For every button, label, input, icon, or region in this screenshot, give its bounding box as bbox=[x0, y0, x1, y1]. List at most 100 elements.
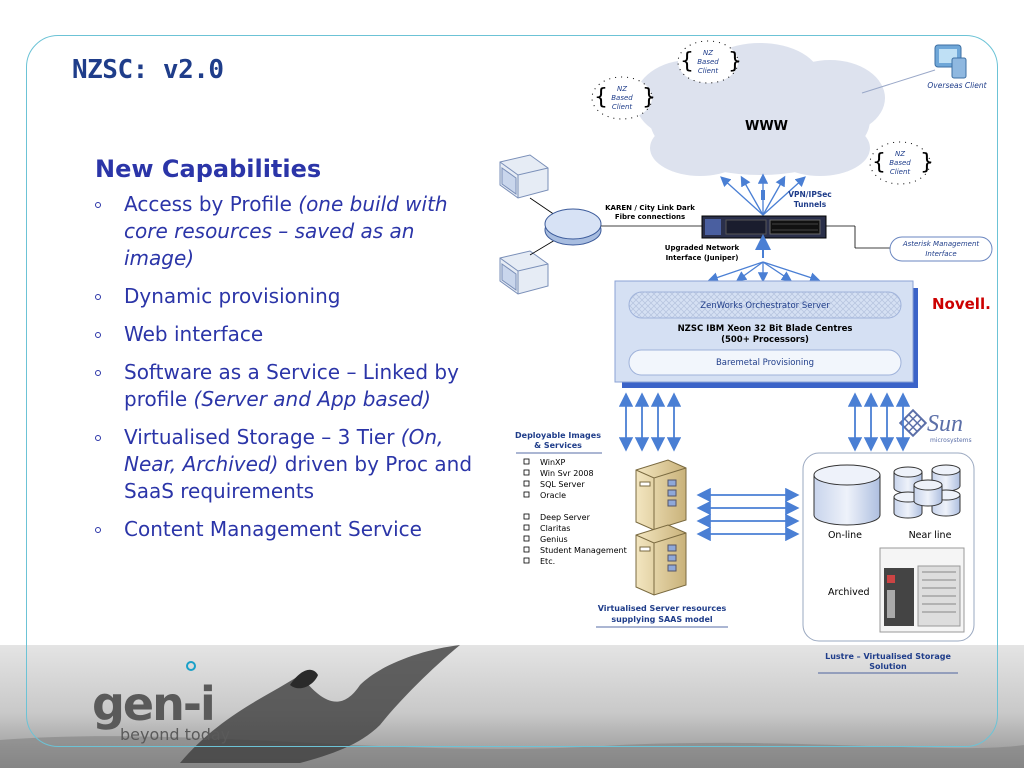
logo-tagline: beyond today bbox=[120, 725, 230, 744]
nz-client-label: Based bbox=[611, 94, 633, 102]
karen-label: KAREN / City Link Dark bbox=[605, 204, 695, 212]
logo-wordmark: gen-i bbox=[92, 677, 214, 731]
nz-client-label: Based bbox=[889, 159, 911, 167]
capability-note: (Server and App based) bbox=[193, 387, 431, 411]
image-item: SQL Server bbox=[540, 480, 585, 489]
checkbox-icon bbox=[523, 513, 530, 520]
nz-client-label: NZ bbox=[617, 85, 627, 93]
capability-item: Content Management Service bbox=[95, 516, 490, 543]
gen-i-logo: gen-i beyond today bbox=[92, 661, 230, 744]
overseas-client: Overseas Client bbox=[861, 44, 988, 94]
image-item: Win Svr 2008 bbox=[540, 469, 594, 478]
nz-client-bubble: { } NZ Based Client bbox=[869, 141, 934, 185]
asterisk-label: Asterisk Management bbox=[902, 240, 980, 248]
bullet-icon bbox=[95, 370, 101, 376]
logo-accent-dot bbox=[186, 661, 196, 671]
image-item: Oracle bbox=[540, 491, 566, 500]
deployable-heading: Deployable Images bbox=[515, 431, 601, 440]
capability-item: Dynamic provisioning bbox=[95, 283, 490, 310]
server-tower-icon bbox=[635, 459, 687, 531]
image-item: WinXP bbox=[540, 458, 566, 467]
nearline-label: Near line bbox=[909, 530, 952, 541]
svg-text:{: { bbox=[594, 85, 608, 110]
image-item: Deep Server bbox=[540, 513, 591, 522]
network-router bbox=[499, 154, 549, 199]
slide-title: NZSC: v2.0 bbox=[72, 55, 224, 85]
sun-sub-label: microsystems bbox=[930, 437, 972, 444]
network-interface-label: Upgraded Network bbox=[665, 244, 740, 252]
slide-frame bbox=[26, 35, 998, 747]
nz-client-label: Client bbox=[890, 168, 911, 176]
capability-text: Software as a Service – Linked by profil… bbox=[124, 360, 459, 411]
image-item: Etc. bbox=[540, 557, 555, 566]
online-label: On-line bbox=[828, 530, 862, 541]
archive-tape-library-icon bbox=[879, 547, 965, 633]
nz-client-label: Based bbox=[697, 58, 719, 66]
checkbox-icon bbox=[523, 469, 530, 476]
asterisk-label: Interface bbox=[925, 250, 956, 258]
vpn-label: VPN/IPSec bbox=[788, 190, 832, 199]
blade-centre-panel: ZenWorks Orchestrator Server NZSC IBM Xe… bbox=[614, 280, 918, 388]
capabilities-panel: New Capabilities Access by Profile (one … bbox=[95, 155, 490, 554]
checkbox-icon bbox=[523, 524, 530, 531]
juniper-network-device bbox=[701, 215, 827, 239]
blade-centre-label: (500+ Processors) bbox=[721, 335, 809, 345]
capability-text: Virtualised Storage – 3 Tier bbox=[124, 425, 401, 449]
overseas-client-label: Overseas Client bbox=[927, 81, 987, 90]
image-item: Student Management bbox=[540, 546, 627, 555]
section-heading: New Capabilities bbox=[95, 155, 322, 183]
vpn-label: Tunnels bbox=[794, 200, 827, 209]
blade-storage-links bbox=[847, 392, 911, 452]
cloud-label: WWW bbox=[745, 119, 788, 134]
blade-server-links bbox=[618, 392, 682, 452]
sun-wordmark: Sun bbox=[927, 411, 963, 437]
network-interface-label: Interface (Juniper) bbox=[666, 254, 739, 262]
checkbox-icon bbox=[523, 535, 530, 542]
nz-client-label: Client bbox=[612, 103, 633, 111]
svg-text:}: } bbox=[920, 150, 934, 175]
sun-logo: Sun microsystems bbox=[898, 408, 972, 444]
novell-logo: Novell. bbox=[932, 295, 991, 313]
capability-text: Access by Profile bbox=[124, 192, 299, 216]
internet-cloud: WWW bbox=[635, 43, 885, 176]
lustre-label: Lustre – Virtualised Storage bbox=[825, 652, 951, 661]
capability-item: Web interface bbox=[95, 321, 490, 348]
bullet-icon bbox=[95, 527, 101, 533]
capability-note: (On, Near, Archived) bbox=[124, 425, 444, 476]
checkbox-icon bbox=[523, 458, 530, 465]
image-item: Claritas bbox=[540, 524, 570, 533]
footer-band bbox=[0, 645, 1024, 768]
karen-label: Fibre connections bbox=[615, 213, 685, 221]
nz-client-label: Client bbox=[698, 67, 719, 75]
storage-panel: On-line Near line Archived bbox=[802, 452, 975, 642]
online-storage-icon bbox=[813, 464, 881, 526]
capabilities-list: Access by Profile (one build with core r… bbox=[95, 191, 490, 543]
checkbox-icon bbox=[523, 546, 530, 553]
server-storage-links bbox=[696, 487, 800, 542]
checkbox-icon bbox=[523, 491, 530, 498]
nz-client-bubble: { } NZ Based Client bbox=[677, 40, 742, 84]
baremetal-label: Baremetal Provisioning bbox=[716, 358, 814, 368]
svg-text:{: { bbox=[680, 49, 694, 74]
checkbox-icon bbox=[523, 480, 530, 487]
blade-centre-label: NZSC IBM Xeon 32 Bit Blade Centres bbox=[678, 324, 853, 334]
capability-item: Virtualised Storage – 3 Tier (On, Near, … bbox=[95, 424, 490, 505]
virtual-server-label: supplying SAAS model bbox=[611, 615, 712, 624]
zenworks-label: ZenWorks Orchestrator Server bbox=[700, 301, 830, 311]
capability-text: Web interface bbox=[124, 322, 264, 346]
archived-label: Archived bbox=[828, 587, 870, 598]
capability-text: Dynamic provisioning bbox=[124, 284, 341, 308]
deployable-heading: & Services bbox=[534, 441, 582, 450]
nz-client-label: NZ bbox=[895, 150, 905, 158]
svg-text:{: { bbox=[872, 150, 886, 175]
cloud-juniper-links bbox=[720, 173, 806, 216]
flying-person-photo bbox=[0, 645, 1024, 768]
svg-text:}: } bbox=[642, 85, 656, 110]
juniper-blade-links bbox=[707, 234, 821, 283]
capability-text: Content Management Service bbox=[124, 517, 422, 541]
checkbox-icon bbox=[523, 557, 530, 564]
capability-tail: driven by Proc and SaaS requirements bbox=[124, 452, 473, 503]
capability-item: Software as a Service – Linked by profil… bbox=[95, 359, 490, 413]
bullet-icon bbox=[95, 435, 101, 441]
